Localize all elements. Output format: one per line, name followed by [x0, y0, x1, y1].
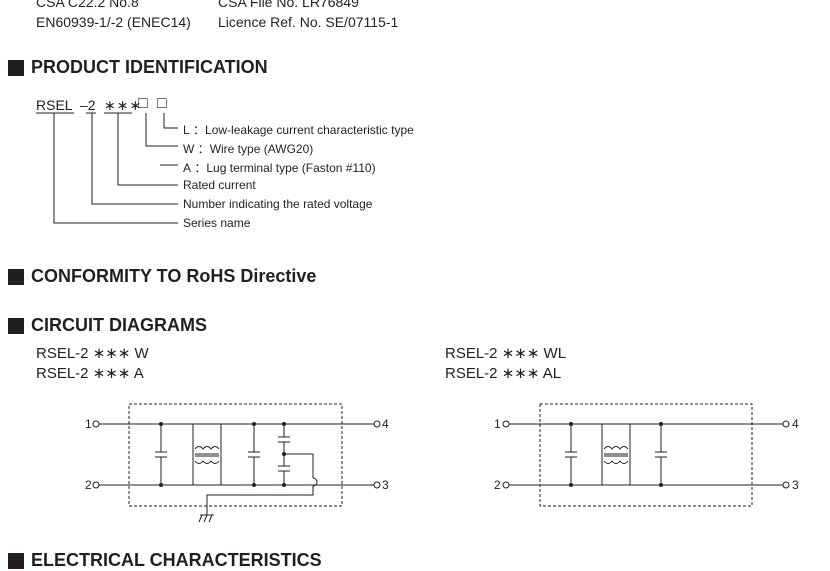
section-title: CONFORMITY TO RoHS Directive — [31, 266, 317, 286]
circuit-2-terminal-4: 4 — [792, 417, 799, 431]
circuit-1-model-1: RSEL-2 ∗∗∗ W — [36, 345, 149, 362]
id-label-series-name: Series name — [183, 216, 251, 230]
heading-square-icon — [8, 552, 24, 569]
id-label-rated-current: Rated current — [183, 178, 256, 192]
standard-name-csa: CSA C22.2 No.8 — [36, 0, 139, 10]
circuit-2-terminal-3: 3 — [792, 478, 799, 492]
section-heading-circuit-diagrams: CIRCUIT DIAGRAMS — [8, 315, 207, 336]
id-label-l: L ：Low-leakage current characteristic ty… — [183, 123, 414, 137]
section-heading-rohs: CONFORMITY TO RoHS Directive — [8, 266, 316, 287]
id-label-a: A ：Lug terminal type (Faston #110) — [183, 161, 376, 175]
section-heading-electrical-characteristics: ELECTRICAL CHARACTERISTICS — [8, 550, 322, 571]
standard-ref-en: Licence Ref. No. SE/07115-1 — [218, 14, 399, 30]
heading-square-icon — [8, 59, 24, 76]
section-title: CIRCUIT DIAGRAMS — [31, 315, 207, 335]
section-title: ELECTRICAL CHARACTERISTICS — [31, 550, 322, 570]
pn-box-1: □ — [138, 95, 148, 112]
standard-ref-csa: CSA File No. LR76849 — [218, 0, 359, 10]
pn-voltage: –2 — [80, 97, 96, 113]
pn-box-2: □ — [157, 95, 167, 112]
circuit-2-model-1: RSEL-2 ∗∗∗ WL — [445, 345, 567, 362]
circuit-1-terminal-3: 3 — [382, 478, 389, 492]
circuit-1-terminal-2: 2 — [85, 478, 92, 492]
section-heading-product-identification: PRODUCT IDENTIFICATION — [8, 57, 268, 78]
circuit-1-model-2: RSEL-2 ∗∗∗ A — [36, 365, 144, 382]
circuit-1-terminal-4: 4 — [382, 417, 389, 431]
pn-current: ∗∗∗ — [104, 97, 143, 113]
pn-series: RSEL — [36, 97, 73, 113]
circuit-2-terminal-2: 2 — [494, 478, 501, 492]
heading-square-icon — [8, 268, 24, 285]
standard-name-en: EN60939-1/-2 (ENEC14) — [36, 14, 191, 30]
id-label-w: W ：Wire type (AWG20) — [183, 142, 314, 156]
heading-square-icon — [8, 317, 24, 334]
circuit-2-model-2: RSEL-2 ∗∗∗ AL — [445, 365, 562, 382]
circuit-1-terminal-1: 1 — [85, 417, 92, 431]
circuit-2-terminal-1: 1 — [494, 417, 501, 431]
section-title: PRODUCT IDENTIFICATION — [31, 57, 268, 77]
id-label-rated-voltage: Number indicating the rated voltage — [183, 197, 373, 211]
